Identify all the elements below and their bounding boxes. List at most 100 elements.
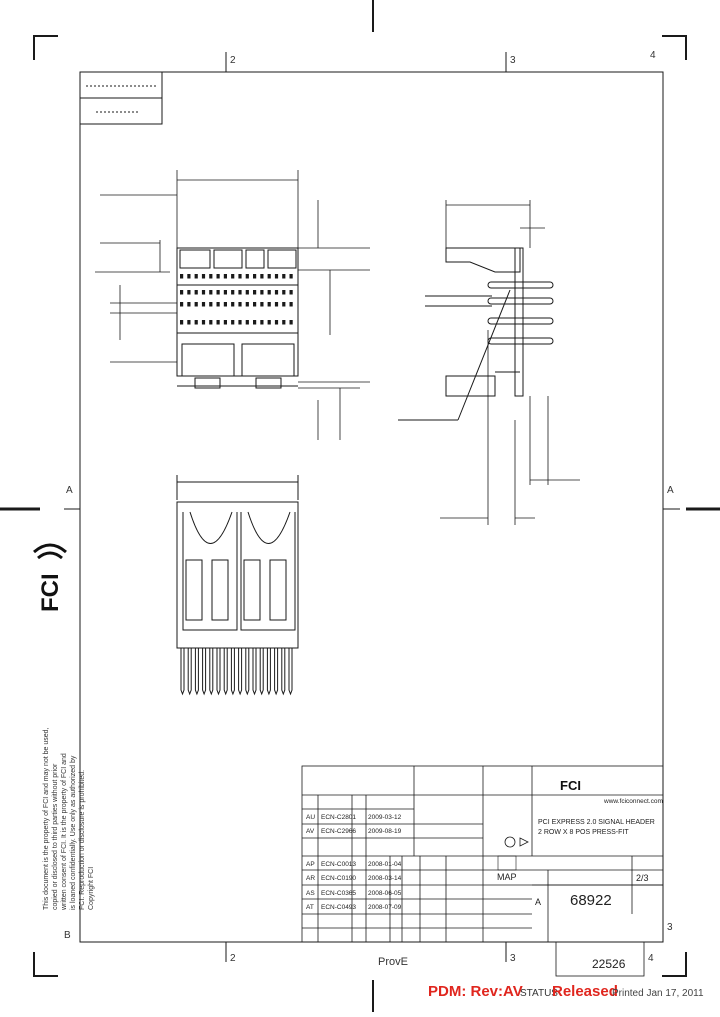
zone-col-3-bottom: 3 xyxy=(510,953,516,964)
corner-bracket xyxy=(33,35,58,60)
contact-pin xyxy=(216,320,220,325)
contact-pin xyxy=(223,274,227,279)
contact-pin xyxy=(223,290,227,295)
bottom-pins xyxy=(180,648,293,696)
contact-pin xyxy=(267,274,271,279)
contact-pin xyxy=(253,302,257,307)
rev-row-3-date: 2008-01-04 xyxy=(368,861,402,868)
logo-text: FCI xyxy=(37,573,64,612)
printed-date: Printed Jan 17, 2011 xyxy=(612,988,704,999)
contact-pin xyxy=(180,274,184,279)
contact-pin xyxy=(245,274,249,279)
contact-pin xyxy=(231,290,235,295)
front-dimensions xyxy=(95,170,370,440)
rev-row-1-rev: AV xyxy=(306,828,315,835)
contact-pin xyxy=(274,274,279,279)
contact-pin xyxy=(289,302,293,307)
company-url: www.fciconnect.com xyxy=(603,798,663,805)
contact-pin xyxy=(201,274,206,279)
contact-pin xyxy=(245,302,249,307)
contact-pin xyxy=(282,320,286,325)
fci-logo: FCI xyxy=(33,543,67,612)
contact-pin xyxy=(282,302,286,307)
contact-pin xyxy=(180,320,184,325)
scale-code: MAP xyxy=(497,872,517,882)
contact-pin xyxy=(180,290,184,295)
contact-pin xyxy=(231,302,235,307)
contact-pin xyxy=(223,302,227,307)
title-block xyxy=(301,765,664,977)
rev-row-2-rev: AU xyxy=(306,814,315,821)
contact-pin xyxy=(201,290,206,295)
contact-pin xyxy=(231,274,235,279)
rev-row-4-rev: AR xyxy=(306,875,315,882)
press-fit-pin xyxy=(223,648,228,696)
zone-col-3-top: 3 xyxy=(510,55,516,66)
corner-bracket xyxy=(662,35,687,60)
status-label: STATUS xyxy=(520,988,558,999)
title-block-text: www.fciconnect.com PCI EXPRESS 2.0 SIGNA… xyxy=(497,798,663,971)
press-fit-pin xyxy=(245,648,250,696)
contact-pin xyxy=(267,320,271,325)
zone-col-2-bottom: 2 xyxy=(230,953,236,964)
contact-pin xyxy=(289,320,293,325)
notice-line-3: written consent of FCI. It is the proper… xyxy=(61,753,68,911)
contact-pin xyxy=(187,274,191,279)
zone-row-a-left: A xyxy=(66,485,73,496)
contact-pin xyxy=(231,320,235,325)
press-fit-pin xyxy=(216,648,221,696)
contact-pin xyxy=(187,302,191,307)
contact-pin xyxy=(289,274,293,279)
side-view xyxy=(398,247,554,421)
press-fit-pin xyxy=(230,648,235,696)
press-fit-pin xyxy=(252,648,257,696)
rev-row-5-ecn: ECN-C0365 xyxy=(321,890,356,897)
contact-pin xyxy=(209,290,213,295)
proprietary-notice: This document is the property of FCI and… xyxy=(43,727,95,911)
contact-pin xyxy=(216,290,220,295)
rev-row-3-rev: AP xyxy=(306,861,315,868)
revision-table: AV ECN-C2966 2009-08-19 AU ECN-C2801 200… xyxy=(306,814,402,911)
zone-labels: 2 3 4 2 3 4 A B A 3 xyxy=(64,50,674,964)
size-code: A xyxy=(535,897,541,907)
pin-grid xyxy=(180,274,293,325)
press-fit-pin xyxy=(238,648,243,696)
rev-row-2-date: 2009-03-12 xyxy=(368,814,402,821)
contact-pin xyxy=(282,274,286,279)
rev-row-6-rev: AT xyxy=(306,904,314,911)
notice-line-2: copied or disclosed to third parties wit… xyxy=(52,763,59,910)
press-fit-pin xyxy=(180,648,185,696)
rev-row-6-date: 2008-07-09 xyxy=(368,904,402,911)
contact-pin xyxy=(238,302,242,307)
rev-row-4-date: 2008-03-14 xyxy=(368,875,402,882)
rev-row-4-ecn: ECN-C0190 xyxy=(321,875,356,882)
contact-pin xyxy=(260,274,264,279)
press-fit-pin xyxy=(202,648,207,696)
press-fit-pin xyxy=(281,648,286,696)
contact-pin xyxy=(282,290,286,295)
contact-pin xyxy=(260,320,264,325)
zone-row-a-right: A xyxy=(667,485,674,496)
front-view xyxy=(176,247,299,389)
press-fit-pin xyxy=(194,648,199,696)
rev-row-6-ecn: ECN-C0493 xyxy=(321,904,356,911)
contact-pin xyxy=(267,302,271,307)
contact-pin xyxy=(238,320,242,325)
zone-col-2-top: 2 xyxy=(230,55,236,66)
contact-pin xyxy=(194,302,198,307)
contact-pin xyxy=(187,320,191,325)
zone-col-4-top: 4 xyxy=(650,50,656,61)
contact-pin xyxy=(194,320,198,325)
contact-pin xyxy=(194,290,198,295)
contact-pin xyxy=(209,320,213,325)
description-line-2: 2 ROW X 8 POS PRESS-FIT xyxy=(538,829,629,836)
zone-row-b-left: B xyxy=(64,930,71,941)
press-fit-pin xyxy=(187,648,192,696)
contact-pin xyxy=(194,274,198,279)
bottom-view xyxy=(176,475,299,649)
contact-pin xyxy=(274,290,279,295)
drawing-code: 22526 xyxy=(592,957,626,971)
press-fit-pin xyxy=(288,648,293,696)
sheet-number: 2/3 xyxy=(636,873,649,883)
contact-pin xyxy=(238,274,242,279)
